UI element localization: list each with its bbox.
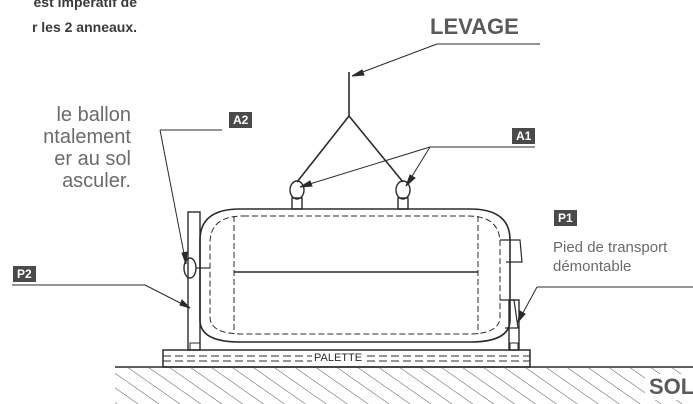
- note-side-line4: asculer.: [62, 170, 131, 192]
- transport-legs: [187, 211, 520, 351]
- note-top-line1: est impératif de: [33, 0, 137, 10]
- tag-p1: P1: [554, 210, 577, 226]
- tag-a2: A2: [229, 112, 253, 128]
- note-side-line3: er au sol: [54, 148, 131, 170]
- tag-a1: A1: [512, 128, 536, 144]
- pied-transport-line2: démontable: [553, 258, 632, 275]
- note-side-line2: ntalement: [43, 126, 131, 148]
- lifting-sling: [296, 72, 404, 183]
- ground: [115, 366, 693, 404]
- levage-label: LEVAGE: [430, 14, 519, 39]
- leader-lines: [12, 43, 693, 324]
- tag-p2: P2: [13, 266, 36, 282]
- note-side-line1: le ballon: [56, 104, 131, 126]
- palette-label: PALETTE: [312, 352, 365, 364]
- pied-transport-line1: Pied de transport: [553, 239, 668, 256]
- sol-label: SOL: [645, 374, 693, 400]
- tank-body: [183, 208, 523, 343]
- note-top-line2: r les 2 anneaux.: [31, 19, 137, 35]
